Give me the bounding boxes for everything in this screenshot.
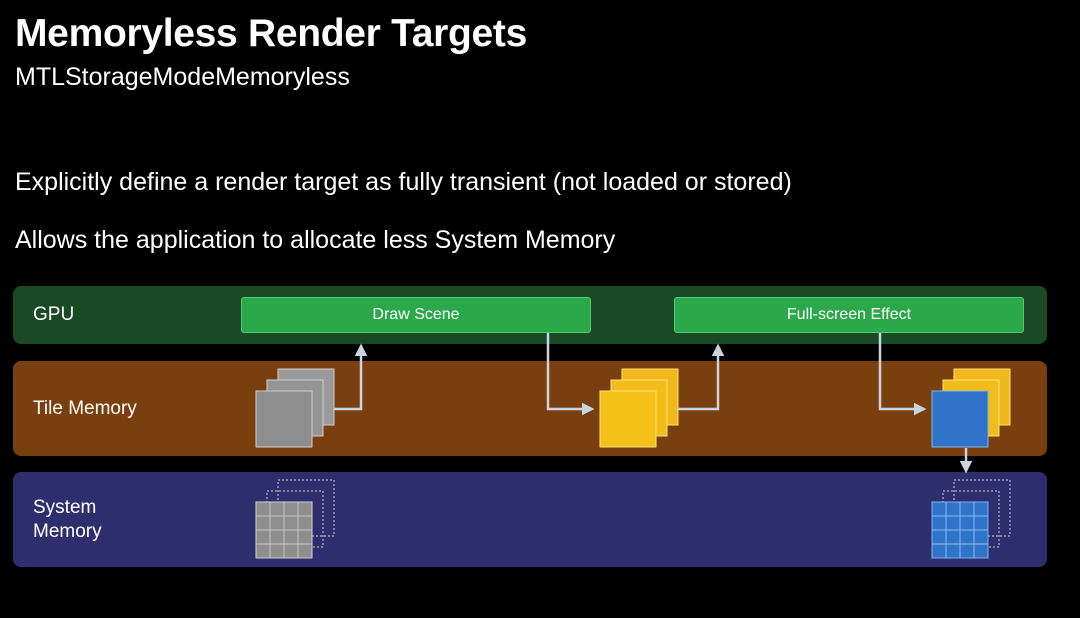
blue-system-texture [931, 479, 1011, 559]
arrow-gray-to-draw-scene [334, 343, 368, 411]
tile-memory-lane-label: Tile Memory [33, 398, 137, 419]
gray-texture-stack [255, 368, 335, 448]
tile-memory-lane: Tile Memory [13, 361, 1047, 456]
system-memory-lane-label: System Memory [33, 497, 102, 542]
slide-title: Memoryless Render Targets [15, 12, 527, 55]
arrow-yellow-to-fullscreen-effect [678, 343, 725, 411]
bullet-transient: Explicitly define a render target as ful… [15, 168, 792, 196]
arrow-draw-scene-to-yellow [546, 333, 595, 416]
gray-system-texture [255, 479, 335, 559]
yellow-texture-stack [599, 368, 679, 448]
draw-scene-pass: Draw Scene [241, 297, 591, 333]
bullet-allocate-less: Allows the application to allocate less … [15, 226, 616, 254]
blue-texture-stack [931, 368, 1011, 448]
gpu-lane-label: GPU [33, 304, 75, 325]
arrow-fullscreen-effect-to-blue [878, 333, 927, 416]
slide-subtitle: MTLStorageModeMemoryless [15, 63, 350, 91]
fullscreen-effect-pass: Full-screen Effect [674, 297, 1024, 333]
system-memory-lane: System Memory [13, 472, 1047, 567]
